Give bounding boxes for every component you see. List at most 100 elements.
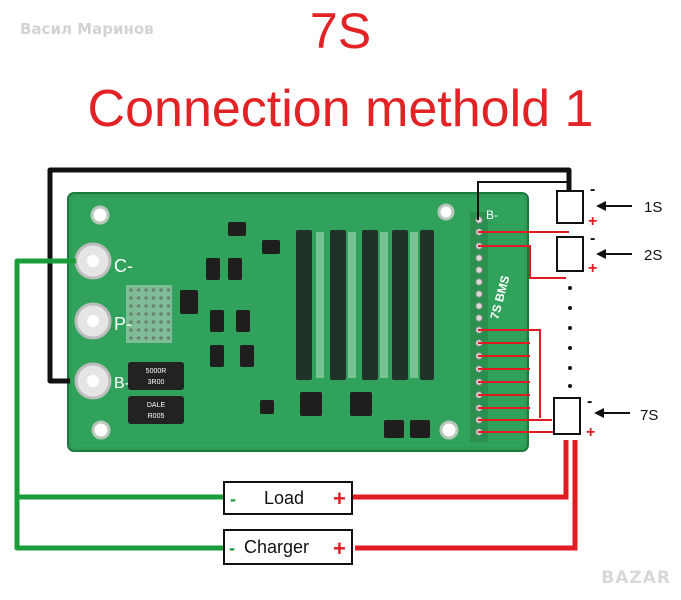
shunt-resistor-2: DALE R005 — [128, 396, 184, 424]
pad-label-b: B- — [114, 375, 130, 392]
via-dot — [136, 296, 141, 300]
mount-hole — [90, 205, 110, 225]
wire-header-b-minus — [477, 181, 569, 220]
arrow-icon — [596, 201, 606, 211]
svg-text:+: + — [588, 213, 597, 230]
mount-hole — [91, 420, 111, 440]
svg-text:-: - — [230, 489, 236, 509]
mount-hole — [437, 203, 455, 221]
via-dot — [151, 320, 156, 324]
svg-text:R005: R005 — [148, 413, 165, 420]
pad-label-c: C- — [114, 256, 133, 276]
via-dot — [166, 336, 171, 340]
via-grid — [126, 285, 172, 343]
via-dot — [159, 320, 163, 324]
svg-text:+: + — [586, 424, 595, 441]
via-dot — [136, 288, 141, 292]
header-pin — [475, 314, 483, 322]
via-dot — [151, 288, 156, 292]
via-dot — [144, 328, 148, 332]
header-pin — [475, 254, 483, 262]
arrow-icon — [594, 408, 604, 418]
via-dot — [151, 336, 156, 340]
via-dot — [151, 328, 156, 332]
via-dot — [136, 312, 141, 316]
pad-p-minus — [74, 302, 112, 340]
balance-header — [470, 212, 488, 442]
red-wire-load — [348, 440, 569, 500]
header-pin — [475, 266, 483, 274]
arrow-icon — [596, 249, 606, 259]
svg-text:+: + — [333, 536, 346, 561]
header-pin — [475, 290, 483, 298]
via-dot — [166, 288, 171, 292]
green-wire-charger — [14, 258, 228, 551]
via-dot — [144, 312, 148, 316]
pad-b-minus — [74, 362, 112, 400]
header-pin — [475, 278, 483, 286]
load-box: - Load + — [223, 481, 353, 515]
via-dot — [144, 320, 148, 324]
svg-text:-: - — [590, 181, 595, 198]
bms-board: C- P- B- 5000R 3R00 DALE R005 — [67, 192, 529, 452]
cell-1s: - + 1S — [556, 181, 662, 230]
via-dot — [151, 296, 156, 300]
via-dot — [159, 288, 163, 292]
diagram-title: 7S — [309, 3, 372, 59]
cell-label-1s: 1S — [644, 199, 662, 216]
via-dot — [159, 328, 163, 332]
via-dot — [129, 312, 133, 316]
via-dot — [136, 328, 141, 332]
via-dot — [129, 328, 133, 332]
via-dot — [129, 336, 133, 340]
svg-text:+: + — [588, 260, 597, 277]
via-dot — [144, 304, 148, 308]
via-dot — [144, 336, 148, 340]
cell-label-2s: 2S — [644, 247, 662, 264]
via-dot — [159, 312, 163, 316]
balance-wires — [478, 231, 569, 433]
charger-box: - Charger + — [223, 529, 353, 565]
ellipsis-dots — [568, 286, 572, 388]
via-dot — [144, 296, 148, 300]
via-dot — [136, 304, 141, 308]
via-dot — [136, 320, 141, 324]
load-label: Load — [264, 488, 304, 508]
mount-hole — [439, 420, 459, 440]
via-dot — [166, 304, 171, 308]
via-dot — [151, 304, 156, 308]
corner-brand-logo: BAZAR — [601, 568, 671, 588]
black-wire-b-minus — [47, 167, 572, 384]
cell-label-7s: 7S — [640, 407, 658, 424]
via-dot — [166, 320, 171, 324]
red-wire-charger — [355, 440, 578, 551]
svg-text:-: - — [229, 538, 235, 558]
via-dot — [166, 312, 171, 316]
cell-2s: - + 2S — [556, 230, 662, 277]
pad-label-p: P- — [114, 314, 132, 334]
via-dot — [136, 336, 141, 340]
watermark: Васил Маринов — [20, 20, 154, 38]
via-dot — [166, 296, 171, 300]
svg-text:3R00: 3R00 — [148, 379, 165, 386]
via-dot — [159, 296, 163, 300]
via-dot — [166, 328, 171, 332]
via-dot — [129, 304, 133, 308]
charger-label: Charger — [244, 537, 309, 557]
shunt-resistor-1: 5000R 3R00 — [128, 362, 184, 390]
svg-text:-: - — [590, 230, 595, 247]
cell-7s: - + 7S — [553, 393, 658, 441]
svg-text:-: - — [587, 393, 592, 410]
via-dot — [129, 296, 133, 300]
svg-text:5000R: 5000R — [146, 368, 167, 375]
header-pin — [475, 302, 483, 310]
via-dot — [159, 336, 163, 340]
via-dot — [144, 288, 148, 292]
svg-text:+: + — [333, 486, 346, 511]
svg-text:DALE: DALE — [147, 402, 166, 409]
pad-c-minus — [74, 242, 112, 280]
component-array — [180, 222, 434, 438]
via-dot — [151, 312, 156, 316]
diagram-subtitle: Connection methold 1 — [87, 80, 594, 138]
